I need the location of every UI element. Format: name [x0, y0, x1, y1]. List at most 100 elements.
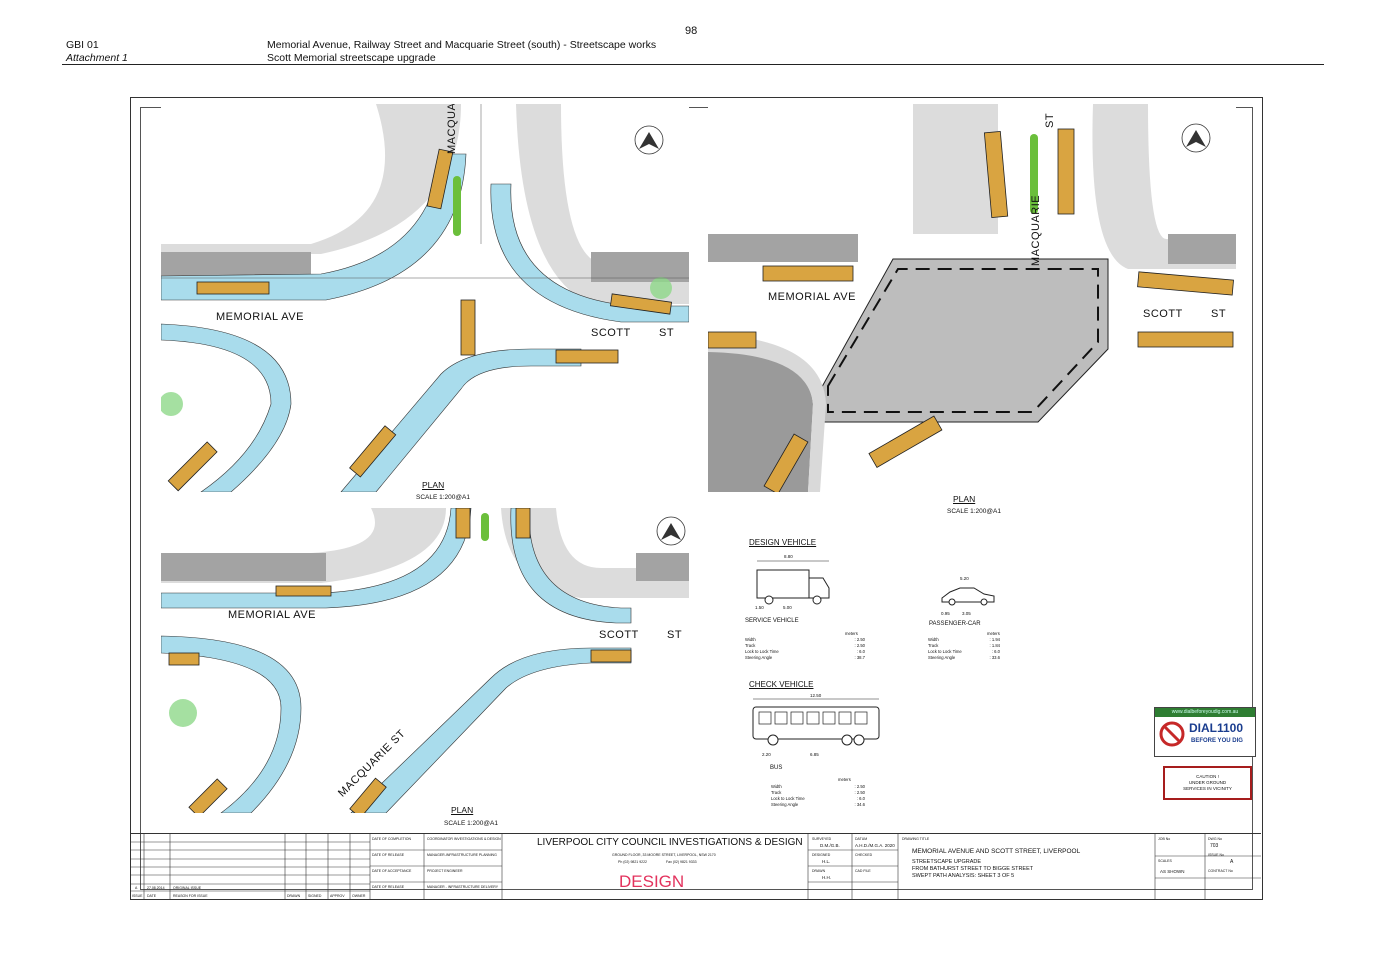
plan-2-drawing [708, 104, 1236, 492]
rev-a: A [135, 886, 138, 890]
plan-1: MEMORIAL AVE SCOTT ST MACQUARIE ST [161, 104, 689, 492]
car-d2: 3.05 [962, 611, 971, 616]
scales-val: AS SHOWN [1160, 869, 1185, 874]
drawing-title-4: SWEPT PATH ANALYSIS: SHEET 3 OF 5 [912, 873, 1015, 879]
council-address: GROUND FLOOR, 33 MOORE STREET, LIVERPOOL… [612, 853, 716, 857]
spec-row: Lock to Lock Time: 6.0 [771, 796, 865, 801]
bus-length: 12.50 [810, 693, 822, 698]
drawing-title-1: MEMORIAL AVENUE AND SCOTT STREET, LIVERP… [912, 848, 1081, 855]
car-name: PASSENGER-CAR [929, 621, 981, 627]
council-phone: Ph (02) 9821 9222 [618, 860, 647, 864]
surveyed-lbl: SURVEYED [812, 837, 832, 841]
plan2-macquarie-label: MACQUARIE [1030, 194, 1042, 266]
council-fax: Fax (02) 9821 9333 [666, 860, 697, 864]
datum-lbl: DATUM [855, 837, 868, 841]
council-name: LIVERPOOL CITY COUNCIL INVESTIGATIONS & … [537, 837, 803, 848]
drawing-border [140, 107, 1253, 890]
north-arrow-icon [1186, 130, 1206, 147]
designed-by: H.L. [822, 859, 831, 864]
plan3-scale: SCALE 1:200@A1 [444, 820, 498, 827]
spec-row: Track: 1.84 [928, 643, 1000, 648]
col-owner: OWNER [352, 894, 366, 898]
service-name: SERVICE VEHICLE [745, 618, 799, 624]
date-release: DATE OF RELEASE [372, 853, 405, 857]
plan3-scott-st-label: ST [667, 629, 683, 641]
car-d1: 0.95 [941, 611, 950, 616]
north-arrow-icon [661, 523, 681, 540]
plan1-scale: SCALE 1:200@A1 [416, 494, 470, 501]
caution-line2: SERVICES IN VICINITY [1183, 786, 1232, 791]
drawing-title-lbl: DRAWING TITLE [902, 837, 930, 841]
contract-no-lbl: CONTRACT No [1208, 869, 1233, 873]
spec-row: Lock to Lock Time: 6.0 [745, 649, 865, 654]
bus-d2: 6.85 [810, 752, 819, 757]
plan3-scott-label: SCOTT [599, 629, 639, 641]
col-date: DATE [147, 894, 157, 898]
plan-3: MEMORIAL AVE SCOTT ST MACQUARIE ST [161, 508, 689, 813]
dial-sub: BEFORE YOU DIG [1191, 738, 1243, 744]
service-specs: Width: 2.50 Track: 2.50 Lock to Lock Tim… [745, 637, 865, 661]
spec-row: Track: 2.50 [745, 643, 865, 648]
drawing-title-3: FROM BATHURST STREET TO BIGGE STREET [912, 866, 1034, 872]
service-d1: 1.50 [755, 605, 764, 610]
plan2-scale: SCALE 1:200@A1 [947, 508, 1001, 515]
col-approv: APPROV [330, 894, 345, 898]
plan1-title: PLAN [422, 480, 445, 490]
spec-row: Lock to Lock Time: 6.0 [928, 649, 1000, 654]
spec-row: Track: 2.50 [771, 790, 865, 795]
mgr-planning: MANAGER-INFRASTRUCTURE PLANNING [427, 853, 497, 857]
design-vehicle-title: DESIGN VEHICLE [749, 538, 817, 547]
doc-title-line2: Scott Memorial streetscape upgrade [267, 52, 436, 64]
plan-2: MEMORIAL AVE SCOTT ST MACQUARIE ST [708, 104, 1236, 492]
bus-units: meters [838, 777, 851, 782]
car-length: 5.20 [960, 576, 969, 581]
plan2-macquarie-st-label: ST [1044, 112, 1056, 128]
mgr-delivery: MANAGER - INFRASTRUCTURE DELIVERY [427, 885, 499, 889]
designed-lbl: DESIGNED [812, 853, 831, 857]
col-signed: SIGNED [308, 894, 322, 898]
drawn-lbl: DRAWN [812, 869, 826, 873]
bus-d1: 2.20 [762, 752, 771, 757]
north-arrow-icon [639, 132, 659, 149]
issue-no-val: A [1230, 859, 1234, 865]
title-block-grid [130, 834, 1261, 899]
dial-number: DIAL1100 [1189, 721, 1244, 735]
cad-file-lbl: CAD FILE [855, 869, 871, 873]
title-block: A 27.08.2014 ORIGINAL ISSUE ISSUE DATE R… [130, 833, 1261, 899]
issue-no-lbl: ISSUE No [1208, 853, 1224, 857]
caution-title: CAUTION ! [1196, 774, 1219, 779]
attachment-label: Attachment 1 [66, 52, 128, 64]
plan2-scott-st-label: ST [1211, 308, 1227, 320]
surveyed-by: D.M./G.B. [820, 843, 840, 848]
page-number: 98 [685, 25, 698, 37]
plan3-memorial-label: MEMORIAL AVE [228, 609, 316, 621]
bus-icon [752, 698, 880, 746]
plan2-title: PLAN [953, 494, 976, 504]
job-no-lbl: JOB No [1158, 837, 1171, 841]
scales-lbl: SCALES [1158, 859, 1172, 863]
checked-lbl: CHECKED [855, 853, 873, 857]
service-d2: 5.00 [783, 605, 792, 610]
service-vehicle-icon [756, 560, 830, 605]
passenger-car-icon [941, 587, 995, 606]
coordinator: COORDINATOR INVESTIGATIONS & DESIGN [427, 837, 501, 841]
plan-3-drawing [161, 508, 689, 813]
col-drawn: DRAWN [287, 894, 301, 898]
dial-url: www.dialbeforeyoudig.com.au [1155, 708, 1255, 717]
plan1-scott-label: SCOTT [591, 327, 631, 339]
header-rule [62, 64, 1324, 65]
caution-line1: UNDER GROUND [1188, 780, 1227, 785]
rev-date: 27.08.2014 [147, 886, 165, 890]
spec-row: Steering Angle: 33.6 [928, 655, 1000, 660]
date-release-2: DATE OF RELEASE [372, 885, 405, 889]
dwg-no-val: 703 [1210, 843, 1219, 849]
bus-specs: Width: 2.50 Track: 2.50 Lock to Lock Tim… [771, 784, 865, 808]
dwg-no-lbl: DWG No [1208, 837, 1222, 841]
rev-reason: ORIGINAL ISSUE [173, 886, 202, 890]
project-engineer: PROJECT ENGINEER [427, 869, 463, 873]
dial-before-you-dig-badge: www.dialbeforeyoudig.com.au DIAL1100 BEF… [1154, 707, 1256, 757]
plan2-scott-label: SCOTT [1143, 308, 1183, 320]
plan3-title: PLAN [451, 805, 474, 815]
plan1-memorial-label: MEMORIAL AVE [216, 311, 304, 323]
plan2-memorial-label: MEMORIAL AVE [768, 291, 856, 303]
